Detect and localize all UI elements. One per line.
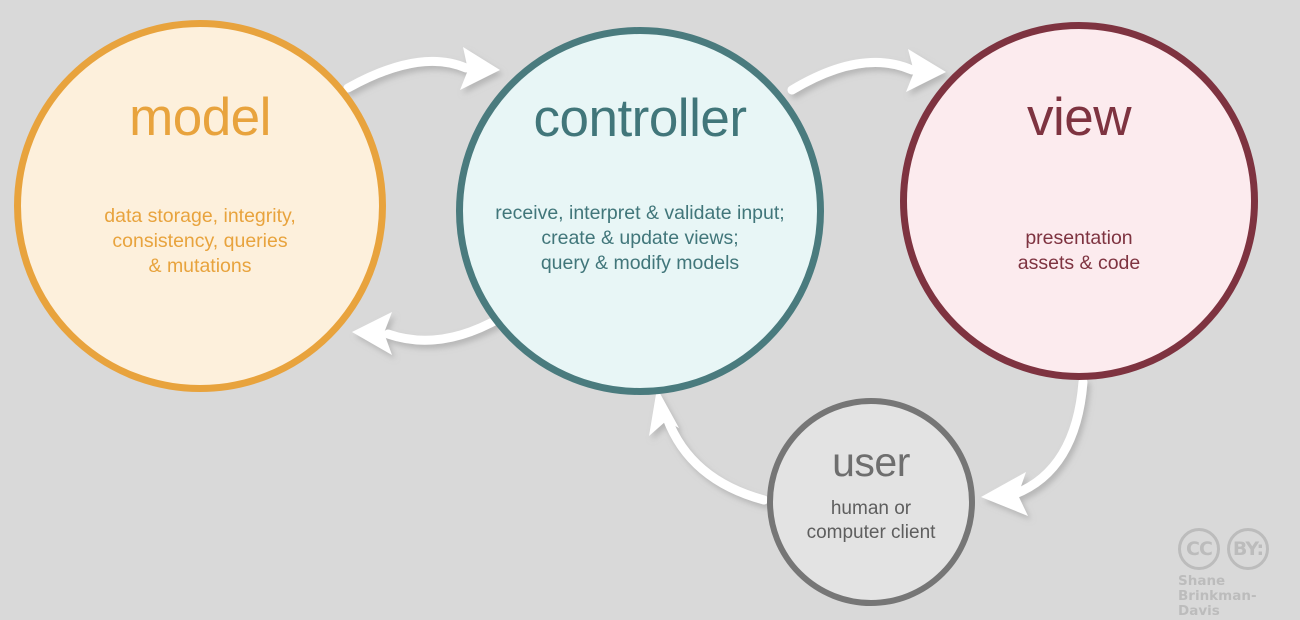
node-controller[interactable]: controller receive, interpret & validate…: [456, 27, 824, 395]
node-user-description: human or computer client: [806, 498, 936, 544]
arrow-controller-to-view: [787, 49, 946, 95]
node-controller-description: receive, interpret & validate input; cre…: [495, 202, 785, 274]
node-controller-title: controller: [533, 89, 747, 148]
attribution-text: Shane Brinkman-Davis: [1178, 573, 1290, 620]
attribution-by-icon: BY:: [1227, 528, 1269, 570]
arrow-view-to-user: [981, 377, 1088, 516]
node-model[interactable]: model data storage, integrity, consisten…: [14, 20, 386, 392]
node-user-title: user: [832, 439, 910, 485]
node-model-description: data storage, integrity, consistency, qu…: [104, 205, 296, 277]
arrow-model-to-controller: [343, 47, 500, 93]
creative-commons-icon: CC: [1178, 528, 1220, 570]
node-model-title: model: [129, 88, 271, 147]
node-view-title: view: [1026, 88, 1132, 147]
node-view[interactable]: view presentation assets & code: [900, 22, 1258, 380]
attribution-line-2: Brinkman-Davis: [1178, 588, 1257, 620]
node-view-description: presentation assets & code: [1017, 227, 1141, 274]
cc-marks: CC BY:: [1178, 528, 1290, 570]
attribution-line-1: Shane: [1178, 573, 1226, 589]
creative-commons-badge[interactable]: CC BY: Shane Brinkman-Davis: [1178, 528, 1290, 619]
node-user[interactable]: user human or computer client: [767, 398, 975, 606]
arrow-controller-to-model: [352, 312, 505, 355]
arrow-user-to-controller: [649, 388, 769, 505]
